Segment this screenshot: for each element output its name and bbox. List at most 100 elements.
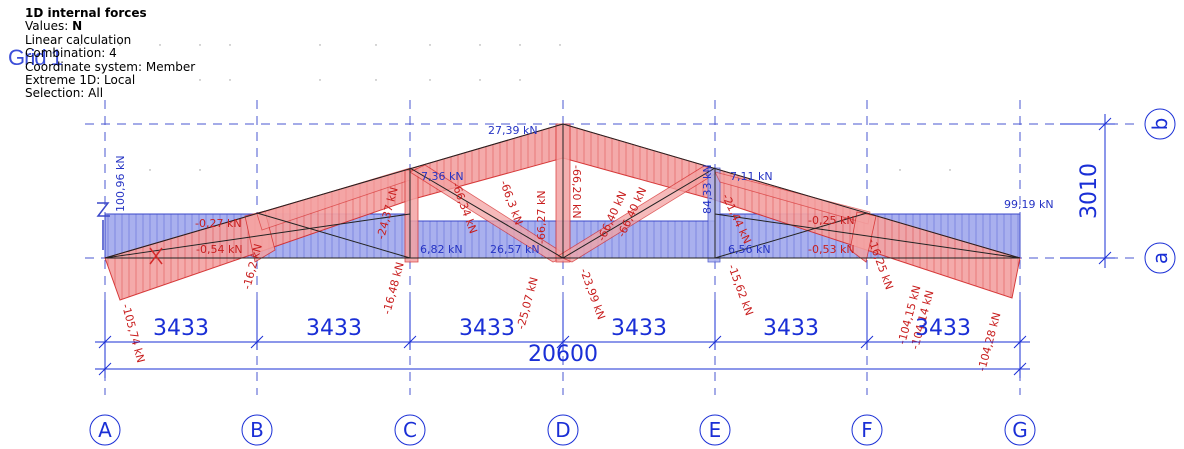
local-x-mark-icon <box>149 247 163 265</box>
grid-bubble-circle <box>547 414 579 446</box>
dim-tick-G <box>1013 335 1027 349</box>
grid-bubble-label: b <box>1148 118 1172 131</box>
values-line: Values: N <box>25 20 195 33</box>
web-diag-c <box>404 169 419 263</box>
grid-bubble-D: D <box>547 414 579 446</box>
force-label-vert-d-2: -66,27 kN <box>535 190 548 244</box>
tie-left-axis <box>104 213 411 259</box>
member-axes <box>104 123 1021 259</box>
grid-bubble-circle <box>699 414 731 446</box>
grid-dot <box>119 44 121 46</box>
dim-tick-B <box>250 335 264 349</box>
grid-bubble-circle <box>1004 414 1036 446</box>
grid-dot <box>429 44 431 46</box>
grid-dot <box>319 44 321 46</box>
grid-bubble-label: B <box>250 418 264 442</box>
dimension-texts: 3433 3433 3433 3433 3433 3433 20600 3010 <box>153 163 1102 367</box>
grid-bubble-circle <box>1144 242 1176 274</box>
force-label-bottom-chord-e: 6,56 kN <box>728 243 771 256</box>
grid-dot <box>375 79 377 81</box>
force-label-diag-de-3: -23,99 kN <box>577 267 608 322</box>
force-label-vert-e: 84,33 kN <box>701 164 714 214</box>
extreme-line: Extreme 1D: Local <box>25 73 136 88</box>
grid-dot <box>479 44 481 46</box>
web-axis-f <box>714 212 868 259</box>
height-tick-top <box>1098 117 1112 131</box>
force-label-top-chord-e: 7,11 kN <box>730 170 773 183</box>
force-label-top-chord-left-end: -105,74 kN <box>119 302 147 364</box>
local-z-axis-icon <box>96 202 110 217</box>
web-axis-b <box>256 212 411 259</box>
dim-tick-total-G <box>1013 362 1027 376</box>
top-chord-left-hatch <box>105 124 563 300</box>
grid-name-label: Grid 1 <box>8 45 63 70</box>
grid-bubble-circle <box>241 414 273 446</box>
dim-tick-D <box>556 335 570 349</box>
bay-span-3: 3433 <box>459 316 515 341</box>
grid-dot <box>159 44 161 46</box>
grid-bubble-C: C <box>394 414 426 446</box>
bay-span-5: 3433 <box>763 316 819 341</box>
dim-tick-F <box>860 335 874 349</box>
bay-span-1: 3433 <box>153 316 209 341</box>
force-label-bottom-chord-d: 26,57 kN <box>490 243 540 256</box>
grid-bubble-label: E <box>709 418 722 442</box>
force-label-diag-e2: -15,62 kN <box>725 263 756 318</box>
grid-bubble-circle <box>89 414 121 446</box>
tie-right-axis <box>714 213 1021 259</box>
grid-dot <box>559 44 561 46</box>
grid-bubble-label: F <box>861 418 873 442</box>
grid-bubble-label: a <box>1148 252 1172 264</box>
height-dimension: 3010 <box>1077 163 1102 219</box>
results-info-panel: 1D internal forces Values: N Linear calc… <box>25 6 196 101</box>
total-span: 20600 <box>528 342 598 367</box>
force-label-tie-left-1: -0,27 kN <box>195 217 242 230</box>
force-label-bottom-chord-b: 99,19 kN <box>1004 198 1054 211</box>
grid-bubble-F: F <box>851 414 883 446</box>
grid-bubble-B: B <box>241 414 273 446</box>
grid-dot <box>229 79 231 81</box>
values-prefix: Values: <box>25 19 73 34</box>
grid-dot <box>319 79 321 81</box>
grid-dot <box>429 79 431 81</box>
grid-dot <box>519 44 521 46</box>
grid-dot <box>79 44 81 46</box>
web-axis-de <box>562 167 716 259</box>
grid-bubble-b: b <box>1144 108 1176 140</box>
grid-dot <box>949 169 951 171</box>
grid-bubble-circle <box>394 414 426 446</box>
grid-dot <box>519 79 521 81</box>
grid-dot <box>899 169 901 171</box>
grid-bubble-G: G <box>1004 414 1036 446</box>
selection-line: Selection: All <box>25 86 104 101</box>
dim-tick-total-A <box>98 362 112 376</box>
web-diag-f <box>849 211 877 263</box>
coordinate-system-line: Coordinate system: Member <box>25 59 196 74</box>
dimension-lines <box>95 114 1115 378</box>
force-label-bottom-chord-a: 100,96 kN <box>114 155 127 212</box>
grid-dot <box>479 79 481 81</box>
force-label-vert-d-1: -66,20 kN <box>570 165 583 219</box>
combination-line: Combination: 4 <box>25 46 117 61</box>
calculation-type: Linear calculation <box>25 32 132 47</box>
grid-bubble-A: A <box>89 414 121 446</box>
force-label-diag-cd-3: -25,07 kN <box>514 276 540 331</box>
dim-tick-C <box>403 335 417 349</box>
local-axis-symbol <box>96 202 163 265</box>
force-label-diag-c2: -16,48 kN <box>380 261 406 316</box>
grid-bubble-E: E <box>699 414 731 446</box>
grid-bubble-label: G <box>1012 418 1028 442</box>
top-chord-right-hatch <box>563 124 1020 298</box>
force-label-tie-right-2: -0,53 kN <box>808 243 855 256</box>
grid-dot <box>199 169 201 171</box>
top-chord-left-axis <box>104 123 564 259</box>
dim-tick-A <box>98 335 112 349</box>
grid-bubble-label: C <box>403 418 417 442</box>
grid-bubble-circle <box>1144 108 1176 140</box>
web-axis-cd <box>409 167 564 259</box>
grid-bubble-circle <box>851 414 883 446</box>
force-label-bottom-chord-c: 6,82 kN <box>420 243 463 256</box>
grid-dot <box>149 169 151 171</box>
grid-bubbles: A B C D E F G b <box>89 108 1176 446</box>
